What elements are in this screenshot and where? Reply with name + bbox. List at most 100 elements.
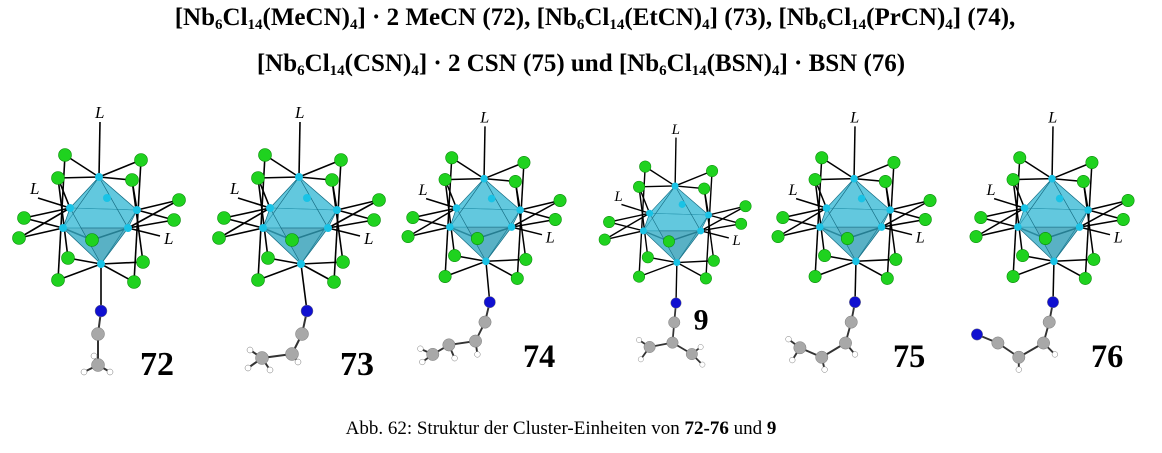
niobium-atom: [816, 223, 824, 231]
niobium-atom: [259, 224, 267, 232]
subscript: 6: [297, 63, 305, 79]
ligand-label: L: [94, 103, 104, 122]
carbon-atom: [426, 347, 440, 361]
subscript: 14: [691, 63, 707, 79]
chlorine-atom: [1006, 270, 1020, 283]
niobium-atom: [877, 223, 886, 231]
hydrogen-atom: [699, 361, 706, 368]
octahedron-face: [643, 212, 678, 263]
chlorine-atom: [735, 217, 748, 230]
figure-caption: Abb. 62: Struktur der Cluster-Einheiten …: [0, 418, 1122, 440]
title-text: ] (74),: [952, 4, 1016, 31]
carbon-atom: [1037, 336, 1050, 350]
chlorine-atom: [808, 270, 822, 283]
subscript: 14: [851, 17, 867, 33]
hydrogen-atom: [636, 337, 642, 343]
chlorine-atom: [285, 233, 299, 247]
nitrogen-atom: [670, 297, 682, 309]
niobium-atom: [852, 257, 860, 266]
chlorine-atom: [639, 160, 652, 173]
carbon-atom: [668, 316, 681, 329]
chlorine-atom: [445, 151, 459, 165]
niobium-atom: [295, 173, 303, 181]
chlorine-atom: [1076, 175, 1090, 188]
niobium-atom: [1050, 257, 1058, 266]
chlorine-atom: [334, 153, 348, 167]
title-text: (MeCN): [262, 4, 350, 31]
ligand-label: L: [731, 233, 740, 249]
niobium-atom: [1014, 223, 1022, 231]
hydrogen-atom: [266, 366, 274, 374]
chlorine-atom: [880, 271, 894, 285]
ligand-label: L: [613, 189, 622, 205]
compound-label: 9: [694, 303, 709, 336]
nitrogen-atom: [483, 296, 496, 309]
niobium-atom: [673, 259, 681, 267]
ligand-label: L: [1113, 229, 1123, 246]
chlorine-atom: [553, 194, 567, 207]
chlorine-atom: [372, 193, 386, 207]
niobium-atom: [1084, 206, 1092, 214]
chlorine-atom: [212, 231, 226, 245]
chlorine-atom: [1038, 232, 1052, 245]
carbon-atom: [839, 336, 852, 350]
chlorine-atom: [12, 231, 26, 245]
chlorine-atom: [776, 211, 790, 225]
chlorine-atom: [840, 232, 854, 245]
hydrogen-atom: [821, 366, 828, 373]
hydrogen-atom: [637, 356, 644, 363]
title-text: [Nb: [256, 50, 298, 77]
chlorine-atom: [974, 211, 988, 225]
ligand-label: L: [363, 229, 373, 248]
chlorine-atom: [815, 151, 829, 165]
chlorine-atom: [887, 156, 901, 169]
chlorine-atom: [258, 148, 272, 162]
caption-and: und: [728, 418, 767, 439]
title-text: ] · 2 MeCN (72), [Nb: [357, 4, 577, 31]
niobium-atom: [103, 194, 111, 202]
niobium-atom: [516, 206, 524, 214]
chlorine-atom: [1087, 252, 1101, 266]
chlorine-atom: [401, 230, 415, 244]
figure-title-line-2: [Nb6Cl14(CSN)4] · 2 CSN (75) und [Nb6Cl1…: [0, 50, 1162, 79]
hydrogen-atom: [419, 358, 426, 366]
carbon-atom: [666, 336, 679, 349]
subscript: 4: [411, 63, 419, 79]
ligand-label: L: [915, 229, 925, 246]
carbon-atom: [643, 341, 656, 353]
hydrogen-atom: [851, 351, 859, 358]
carbon-atom: [91, 327, 105, 341]
carbon-atom: [255, 351, 269, 365]
chlorine-atom: [61, 251, 75, 265]
chlorine-atom: [706, 165, 719, 177]
chlorine-atom: [603, 216, 616, 229]
subscript: 4: [702, 17, 710, 33]
compound-label: 75: [893, 338, 925, 374]
compound-label: 76: [1091, 338, 1123, 374]
nitrogen-atom: [971, 328, 983, 341]
subscript: 14: [247, 17, 263, 33]
chlorine-atom: [217, 211, 231, 225]
compound-label: 74: [523, 338, 555, 374]
carbon-atom: [295, 327, 309, 341]
carbon-atom: [1012, 350, 1026, 364]
chlorine-atom: [739, 200, 752, 213]
chlorine-atom: [125, 173, 139, 187]
title-text: (EtCN): [624, 4, 703, 31]
ligand-label: L: [986, 182, 996, 199]
nitrogen-atom: [1047, 296, 1059, 309]
niobium-atom: [857, 194, 866, 203]
chlorine-atom: [51, 273, 65, 287]
ligand-label: L: [294, 103, 304, 122]
niobium-atom: [639, 227, 647, 235]
carbon-atom: [285, 347, 299, 361]
title-text: Cl: [584, 4, 610, 31]
niobium-atom: [822, 204, 831, 212]
ligand-label: L: [418, 182, 428, 199]
hydrogen-atom: [106, 368, 114, 376]
ligand-label: L: [479, 110, 489, 127]
ligand-label: L: [1047, 110, 1057, 127]
